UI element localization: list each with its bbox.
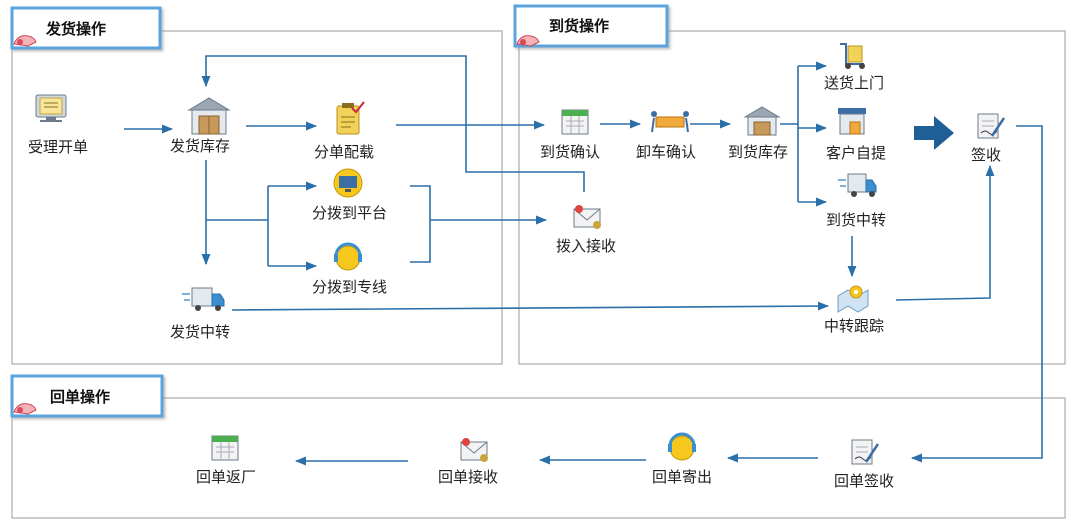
tab-hand-icon [13, 403, 37, 415]
node-transfer-receive[interactable]: 拨入接收 [556, 205, 616, 255]
calendar-icon [561, 109, 589, 135]
node-split-load[interactable]: 分单配载 [314, 101, 374, 161]
node-label: 送货上门 [824, 74, 884, 92]
headset-icon [334, 242, 362, 271]
platform-screen-icon [333, 168, 363, 198]
big-right-arrow-icon [914, 116, 954, 150]
delivery-truck-icon [182, 287, 225, 311]
node-self-pickup[interactable]: 客户自提 [826, 108, 886, 162]
node-label: 到货库存 [728, 143, 788, 161]
storefront-icon [838, 108, 866, 135]
sign-pen-icon [851, 439, 880, 465]
receipt-section [11, 397, 1066, 519]
node-arrival-confirm[interactable]: 到货确认 [540, 109, 600, 161]
node-label: 发货库存 [170, 137, 230, 155]
node-to-line[interactable]: 分拨到专线 [312, 242, 387, 296]
arrow-ship-transfer-to-track [231, 301, 830, 311]
node-arrival-transfer[interactable]: 到货中转 [826, 173, 886, 229]
shipping-section-title: 发货操作 [45, 20, 106, 38]
arrow-sign-to-receipt-sign [910, 125, 1043, 463]
node-label: 发货中转 [170, 323, 230, 341]
node-label: 回单签收 [834, 472, 894, 490]
node-ship-transfer[interactable]: 发货中转 [170, 287, 230, 341]
node-label: 分拨到平台 [312, 204, 387, 222]
node-label: 卸车确认 [636, 143, 696, 161]
envelope-icon [573, 205, 601, 229]
receipt-section-title: 回单操作 [50, 388, 110, 406]
node-transfer-track[interactable]: 中转跟踪 [824, 285, 884, 335]
workers-carrying-icon [651, 111, 689, 133]
node-door-delivery[interactable]: 送货上门 [824, 43, 884, 92]
arrow-track-to-sign [895, 164, 995, 301]
node-label: 客户自提 [826, 144, 886, 162]
node-receipt-send[interactable]: 回单寄出 [652, 432, 712, 486]
node-unload-confirm[interactable]: 卸车确认 [636, 111, 696, 161]
node-label: 回单返厂 [196, 468, 256, 486]
node-label: 回单接收 [438, 468, 498, 486]
shipping-section-tab: 发货操作 [10, 6, 162, 50]
tab-hand-icon [516, 35, 540, 47]
flow-arrows [124, 55, 1043, 466]
arrival-section-tab: 到货操作 [513, 4, 669, 48]
node-label: 中转跟踪 [824, 317, 884, 335]
node-label: 拨入接收 [556, 237, 616, 255]
warehouse-icon [187, 97, 231, 135]
node-order-entry[interactable]: 受理开单 [28, 94, 88, 156]
node-receipt-sign[interactable]: 回单签收 [834, 439, 894, 490]
node-label: 到货确认 [540, 143, 600, 161]
monitor-document-icon [35, 94, 67, 122]
arrow-receive-loop-back [201, 55, 585, 192]
envelope-icon [460, 438, 488, 462]
tab-hand-icon [13, 35, 37, 47]
clipboard-check-icon [336, 101, 365, 135]
node-ship-stock[interactable]: 发货库存 [170, 97, 231, 155]
node-sign[interactable]: 签收 [971, 113, 1006, 164]
warehouse-icon [743, 106, 781, 136]
node-to-platform[interactable]: 分拨到平台 [312, 168, 387, 222]
calendar-icon [211, 435, 239, 461]
node-receipt-receive[interactable]: 回单接收 [438, 438, 498, 486]
node-receipt-return[interactable]: 回单返厂 [196, 435, 256, 486]
node-label: 分拨到专线 [312, 278, 387, 296]
headset-icon [668, 432, 696, 461]
arrival-section-title: 到货操作 [549, 17, 609, 35]
delivery-truck-icon [838, 173, 877, 197]
sign-pen-icon [977, 113, 1006, 139]
node-label: 分单配载 [314, 143, 374, 161]
node-arrival-stock[interactable]: 到货库存 [728, 106, 788, 161]
arrow-merge-bracket [410, 185, 431, 263]
node-label: 受理开单 [28, 138, 88, 156]
node-label: 回单寄出 [652, 468, 712, 486]
receipt-section-tab: 回单操作 [10, 374, 164, 418]
node-label: 签收 [971, 146, 1001, 164]
map-pin-icon [837, 285, 869, 313]
node-label: 到货中转 [826, 211, 886, 229]
hand-truck-icon [840, 43, 865, 69]
shipping-section [11, 30, 503, 365]
arrival-section [518, 30, 1066, 365]
